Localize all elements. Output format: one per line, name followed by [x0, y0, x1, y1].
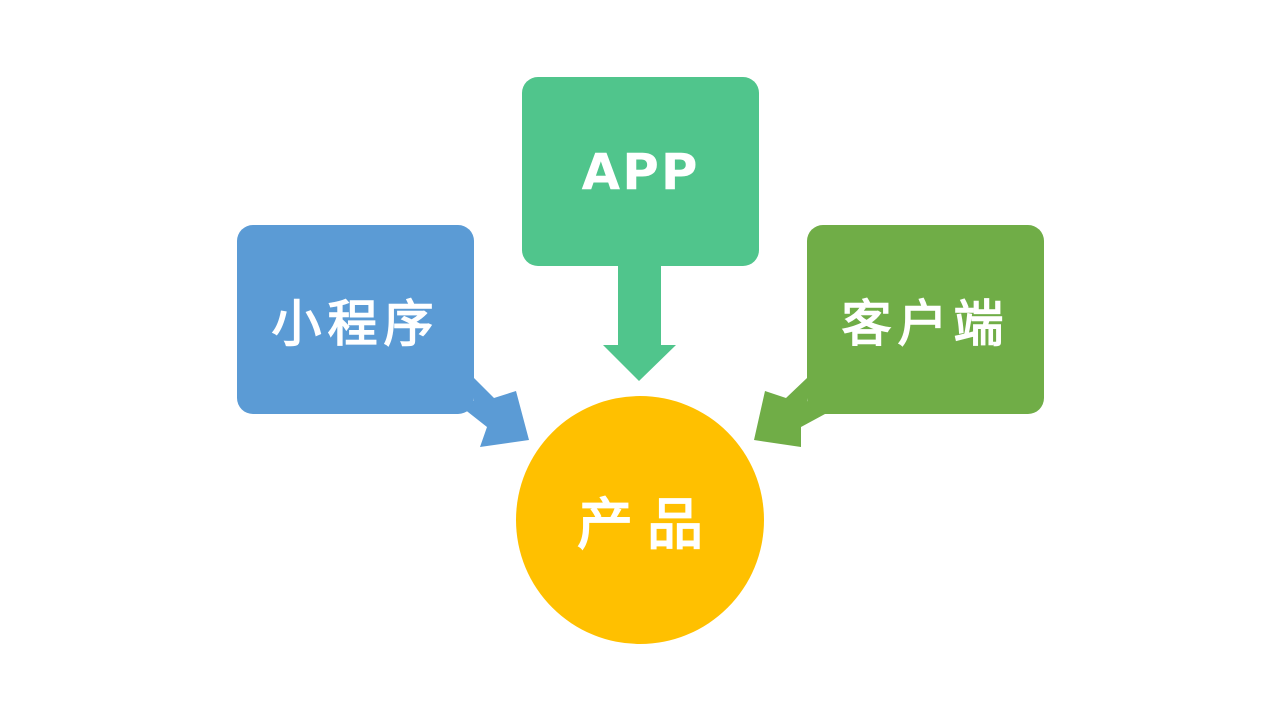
node-app-label: APP	[581, 142, 700, 201]
node-mini-program: 小程序	[237, 225, 474, 414]
arrow-app-to-product	[603, 266, 676, 381]
node-app: APP	[522, 77, 759, 266]
node-product: 产品	[516, 396, 764, 644]
node-client-label: 客户端	[841, 294, 1010, 353]
node-product-label: 产品	[577, 492, 717, 558]
arrow-mini-to-product	[454, 378, 529, 447]
arrow-client-to-product	[754, 378, 825, 447]
node-mini-program-label: 小程序	[271, 294, 440, 353]
node-client: 客户端	[807, 225, 1044, 414]
